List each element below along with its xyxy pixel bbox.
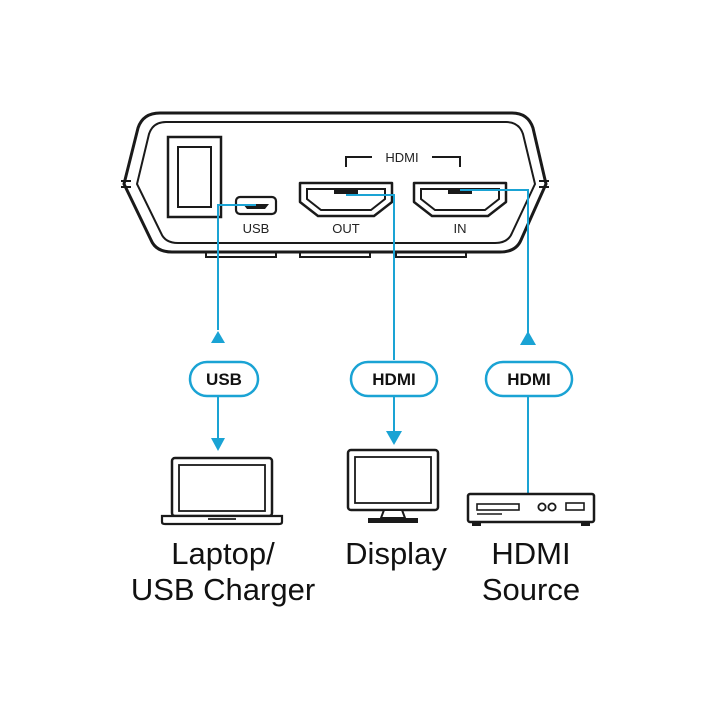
hdmi-in-connection: [460, 189, 536, 494]
laptop-label-line2: USB Charger: [130, 572, 316, 607]
usb-connection: [211, 204, 256, 451]
hdmi-group-bracket: [345, 156, 461, 167]
arrow-up-icon: [211, 331, 225, 343]
hdmi-source-label: HDMI Source: [466, 536, 596, 608]
hdmi-out-label: OUT: [332, 221, 360, 236]
hdmi-group-label: HDMI: [385, 150, 418, 165]
display-label: Display: [330, 536, 462, 572]
hdmi-source-label-line1: HDMI: [491, 536, 571, 571]
hdmi-out-cable-line: [346, 194, 395, 360]
arrow-down-icon: [211, 438, 225, 451]
usb-cable-line: [217, 204, 256, 330]
usb-badge-label: USB: [206, 370, 242, 389]
hdmi-out-connection: [346, 194, 402, 445]
power-switch-inner: [177, 146, 212, 208]
device-rear-panel: USB HDMI OUT IN: [121, 111, 549, 258]
hdmi-in-label: IN: [454, 221, 467, 236]
laptop-icon: [160, 456, 284, 526]
hdmi-out-badge-label: HDMI: [372, 370, 415, 389]
media-player-icon: [466, 492, 596, 526]
monitor-icon: [346, 448, 440, 523]
device-body-inner: [135, 121, 537, 244]
usb-badge: USB: [188, 360, 260, 398]
arrow-up-icon: [520, 331, 536, 345]
hdmi-in-badge: HDMI: [484, 360, 574, 398]
display-label-line1: Display: [345, 536, 447, 571]
hdmi-out-badge: HDMI: [349, 360, 439, 398]
hdmi-in-port[interactable]: [412, 181, 508, 218]
hdmi-source-label-line2: Source: [481, 572, 581, 607]
laptop-label-line1: Laptop/: [171, 536, 275, 571]
hdmi-out-port[interactable]: [298, 181, 394, 218]
arrow-down-icon: [386, 431, 402, 445]
laptop-label: Laptop/ USB Charger: [118, 536, 328, 608]
hdmi-in-cable-line: [460, 189, 529, 344]
usb-port-label: USB: [243, 221, 270, 236]
hdmi-in-badge-label: HDMI: [507, 370, 550, 389]
